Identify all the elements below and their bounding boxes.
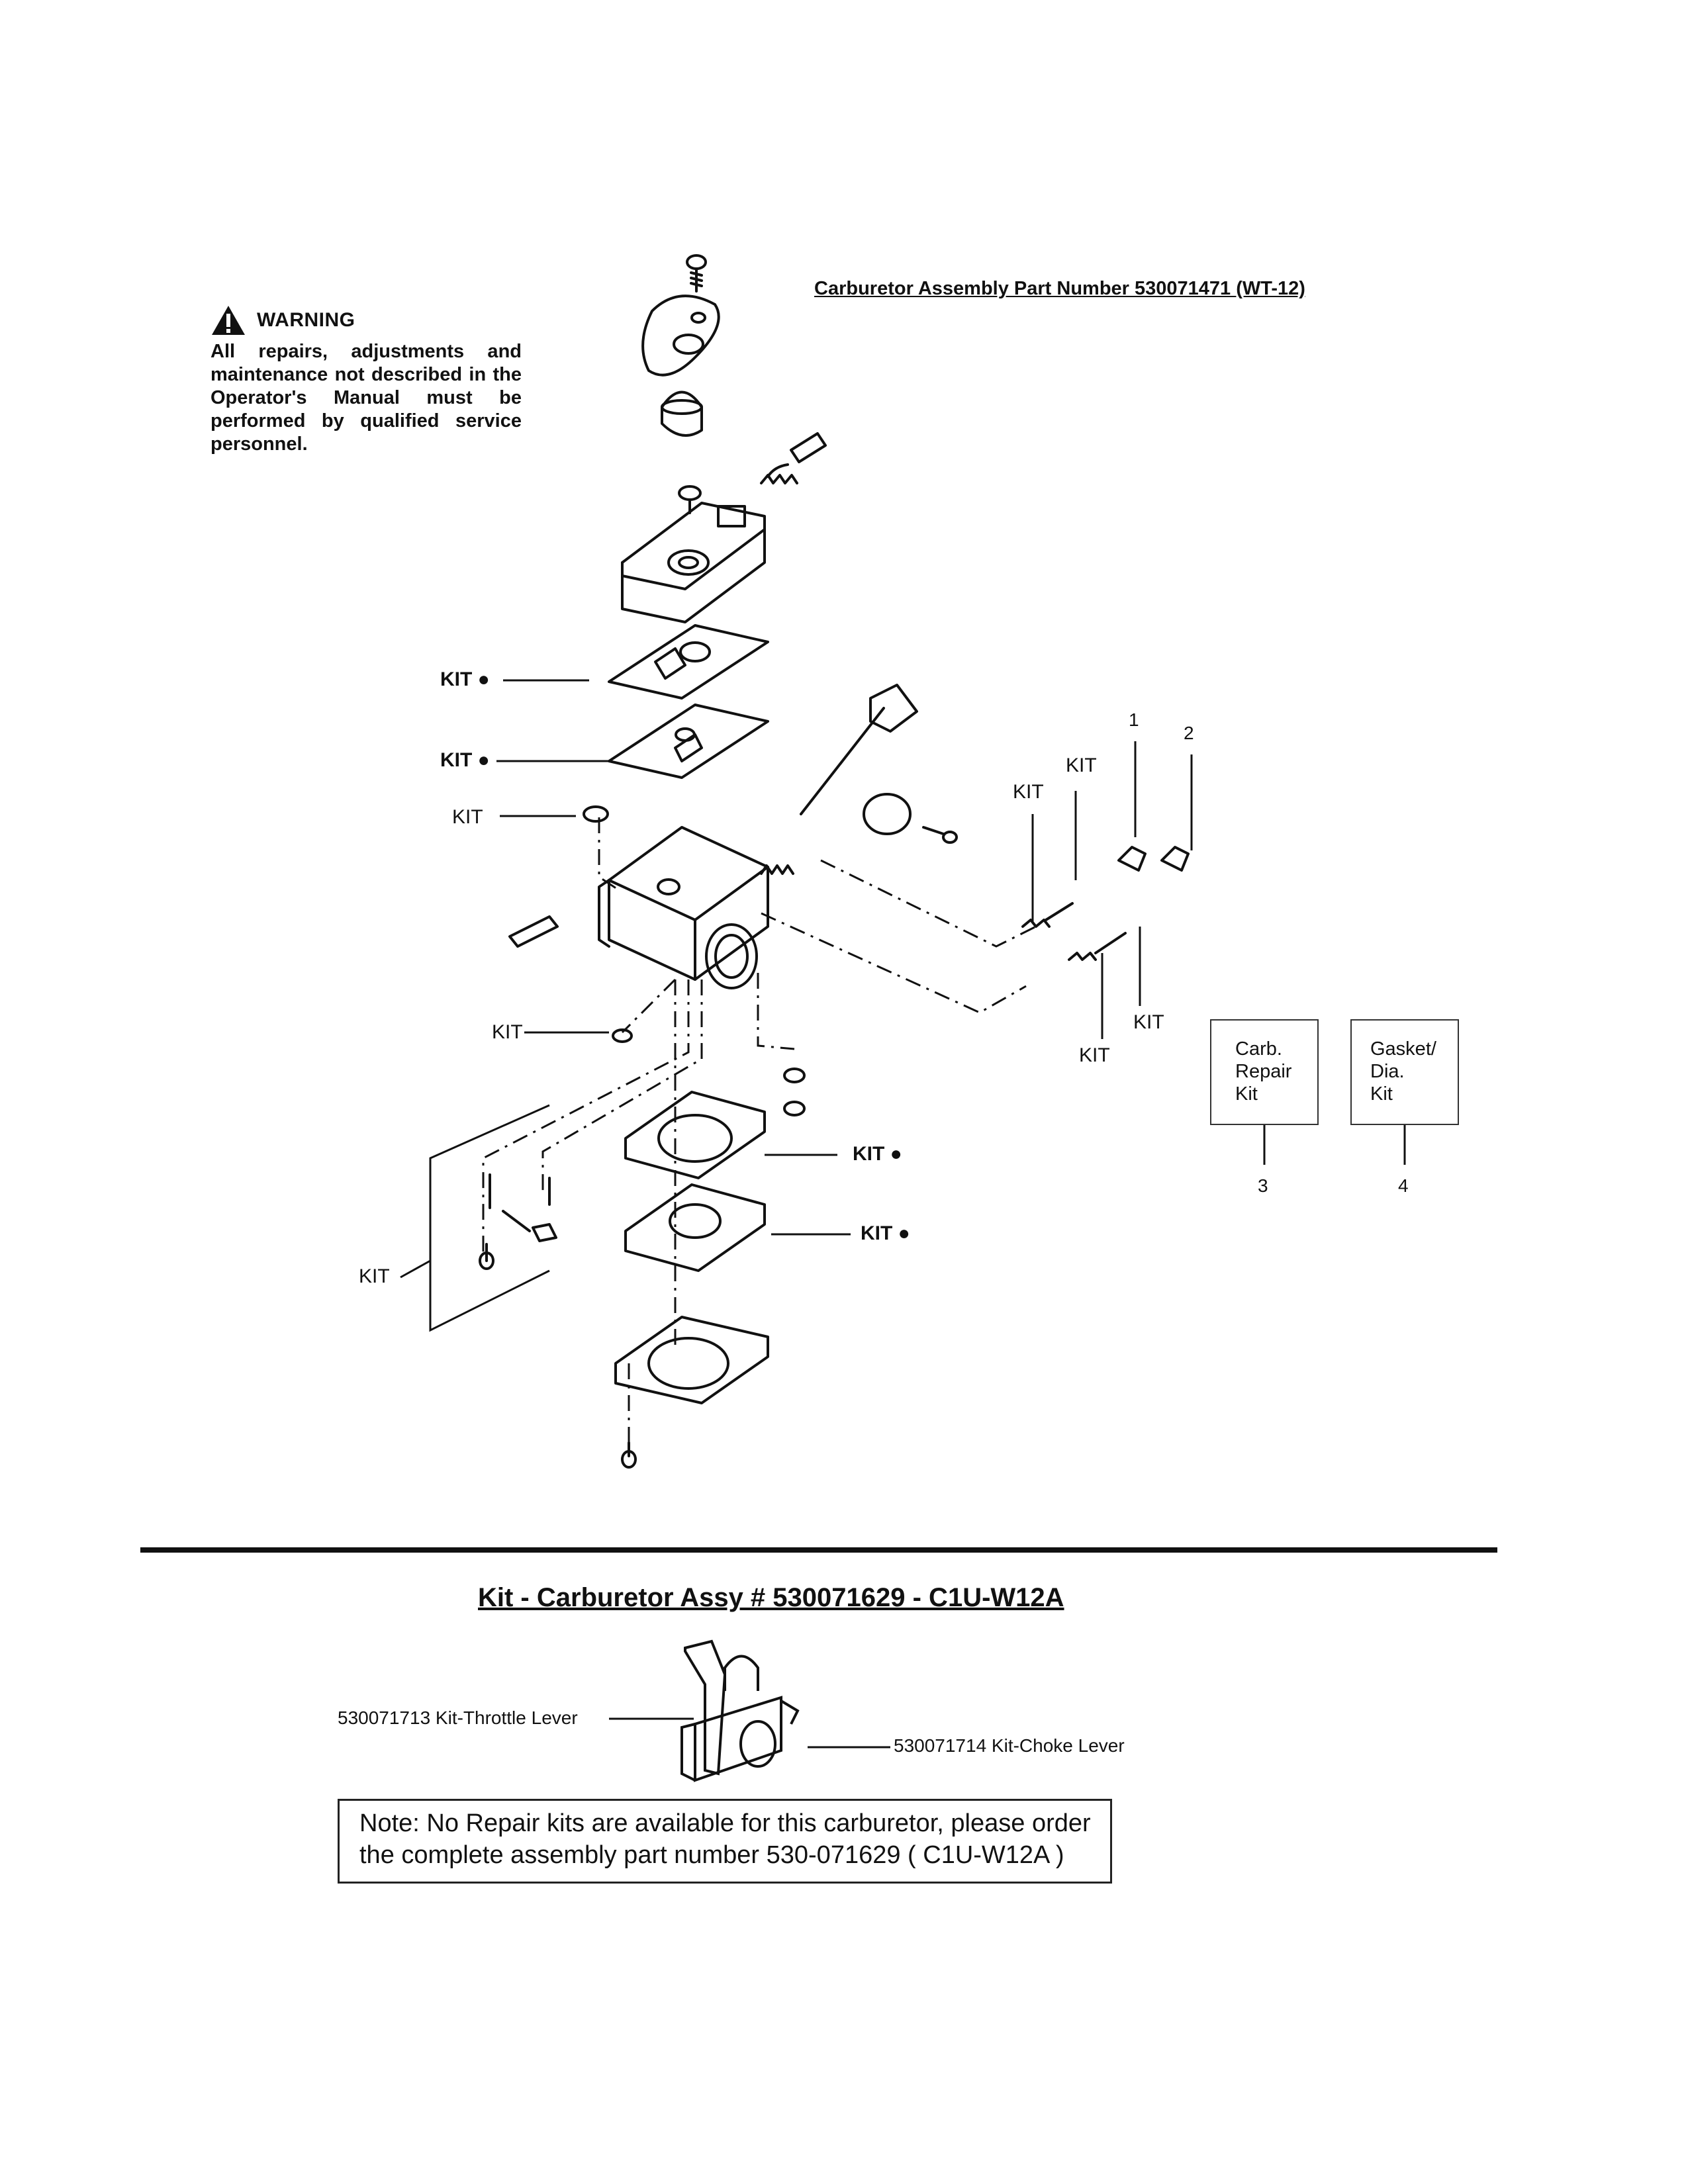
ref-number-1: 1 — [1129, 709, 1139, 730]
carburetor-body — [598, 826, 769, 989]
needle-parts — [1021, 846, 1190, 961]
kit-section-title: Kit - Carburetor Assy # 530071629 - C1U-… — [478, 1583, 1064, 1612]
callout-kit-dot-2: KIT ● — [440, 749, 490, 771]
callout-kit-11: KIT — [359, 1265, 390, 1287]
section-divider — [140, 1547, 1497, 1553]
callout-kit-dot-5: KIT ● — [853, 1143, 902, 1165]
kit-box-line: Repair — [1235, 1061, 1292, 1082]
callout-kit-7: KIT — [1013, 781, 1044, 803]
callout-kit-8: KIT — [1066, 754, 1097, 776]
ref-number-4: 4 — [1398, 1175, 1409, 1196]
callout-kit-dot-1: KIT ● — [440, 668, 490, 690]
callout-kit-dot-6: KIT ● — [861, 1222, 910, 1244]
plug-2 — [783, 1101, 806, 1116]
throttle-shaft — [800, 684, 958, 844]
kit-box-line: Kit — [1370, 1083, 1393, 1105]
gasket-dia-kit-box: Gasket/ Dia. Kit — [1350, 1019, 1459, 1125]
throttle-lever-label: 530071713 Kit-Throttle Lever — [338, 1707, 578, 1728]
leader-kit-bracket — [400, 1259, 431, 1279]
top-cover-plate — [641, 295, 720, 377]
note-line-1: Note: No Repair kits are available for t… — [359, 1809, 1091, 1837]
note-line-2: the complete assembly part number 530-07… — [359, 1841, 1064, 1869]
pump-diaphragm — [608, 704, 769, 779]
idle-screw — [760, 432, 827, 484]
kit-box-line: Dia. — [1370, 1061, 1405, 1082]
top-screw — [686, 254, 707, 293]
callout-kit-3: KIT — [452, 806, 483, 828]
callout-kit-9: KIT — [1079, 1044, 1110, 1066]
shaft-spring — [760, 864, 794, 875]
warning-block: WARNING All repairs, adjustments and mai… — [211, 304, 522, 456]
throttle-pin — [508, 915, 559, 948]
pump-cover — [621, 502, 766, 623]
plug — [783, 1068, 806, 1083]
metering-cover — [614, 1316, 769, 1404]
metering-diaphragm — [624, 1183, 766, 1272]
primer-bulb — [661, 390, 703, 437]
assembly-title: Carburetor Assembly Part Number 53007147… — [814, 278, 1305, 299]
kit-box-line: Gasket/ — [1370, 1038, 1436, 1060]
inlet-lever-parts — [479, 1173, 557, 1270]
kit-assy-illustration — [680, 1639, 800, 1782]
carb-repair-kit-box: Carb. Repair Kit — [1210, 1019, 1319, 1125]
note-box: Note: No Repair kits are available for t… — [338, 1799, 1112, 1884]
inlet-screen — [583, 805, 609, 823]
metering-gasket — [624, 1091, 766, 1179]
callout-kit-4: KIT — [492, 1021, 523, 1043]
ref-number-3: 3 — [1258, 1175, 1268, 1196]
kit-box-line: Kit — [1235, 1083, 1258, 1105]
warning-triangle-icon — [212, 306, 245, 335]
kit-bracket — [429, 1104, 550, 1332]
ref-number-2: 2 — [1184, 723, 1194, 743]
callout-kit-10: KIT — [1133, 1011, 1164, 1033]
kit-box-line: Carb. — [1235, 1038, 1282, 1060]
cover-screw — [678, 485, 702, 514]
choke-lever-label: 530071714 Kit-Choke Lever — [894, 1735, 1125, 1756]
warning-title: WARNING — [257, 309, 355, 331]
warning-text: All repairs, adjustments and maintenance… — [211, 341, 522, 455]
lower-washer — [612, 1028, 633, 1043]
pump-gasket — [608, 624, 769, 700]
